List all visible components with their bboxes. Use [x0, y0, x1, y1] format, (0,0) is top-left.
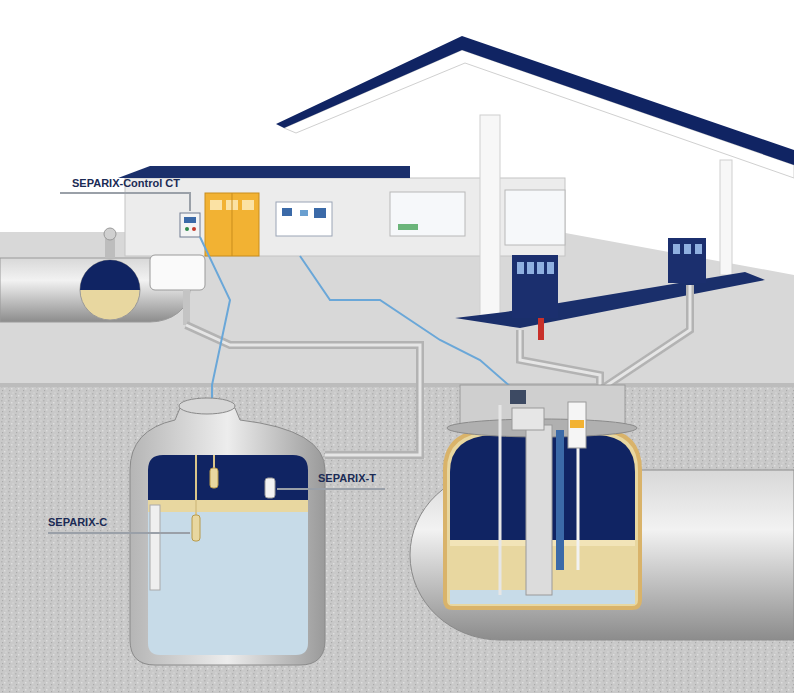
station-building-part	[398, 224, 418, 230]
pipes-part	[585, 285, 690, 400]
separator-tank-part	[192, 515, 200, 541]
ground-part	[0, 383, 794, 387]
leader-lines-part	[60, 193, 190, 211]
pump-island-part	[455, 272, 765, 328]
pump-island-part	[517, 262, 524, 274]
control-panel-part	[185, 227, 189, 231]
leader-lines-part	[48, 532, 190, 534]
pump-island-part	[538, 318, 544, 340]
station-building-part	[505, 190, 565, 245]
separator-tank-part	[130, 408, 325, 665]
part-label: SEPARIX-T	[318, 472, 376, 485]
canopy	[276, 36, 794, 318]
canopy-part	[480, 115, 500, 318]
station-building-part	[232, 193, 233, 256]
station-building-part	[314, 208, 326, 218]
pipes-part	[585, 285, 690, 400]
control-panel-part	[192, 227, 196, 231]
separator-tank	[130, 398, 325, 665]
separator-tank-part	[150, 505, 160, 590]
station-building-part	[205, 193, 259, 256]
station-building-part	[282, 208, 292, 216]
pump-island-part	[512, 255, 558, 318]
separator-tank-part	[148, 455, 308, 500]
storage-tank-part	[570, 420, 584, 428]
storage-tank	[410, 385, 794, 640]
pipes-part	[300, 256, 520, 395]
separator-tank-part	[210, 468, 218, 488]
station-building-part	[300, 210, 308, 216]
separator-tank-part	[148, 500, 308, 512]
pump-island	[455, 238, 765, 340]
storage-tank-part	[577, 430, 580, 570]
storage-tank-part	[568, 402, 586, 448]
above-ground-tank-part	[150, 255, 205, 290]
above-ground-tank-part	[80, 260, 140, 320]
pump-island-part	[684, 244, 691, 254]
pump-island-part	[527, 262, 534, 274]
separator-tank-part	[265, 478, 275, 498]
leader-lines	[48, 193, 385, 533]
separator-tank-part	[179, 398, 235, 414]
separator-tank-part	[195, 455, 197, 515]
above-ground-tank-part	[183, 290, 190, 325]
part-label: SEPARIX-C	[48, 516, 107, 529]
canopy-part	[276, 36, 794, 165]
station-building-part	[242, 200, 254, 210]
station-building-part	[210, 200, 222, 210]
pump-island-part	[695, 244, 702, 254]
station-building-part	[118, 166, 410, 178]
control-panel-part	[184, 217, 196, 223]
station-building-part	[276, 202, 332, 236]
pipes-part	[200, 237, 230, 400]
above-ground-tank-part	[105, 238, 115, 258]
canopy-part	[720, 160, 732, 275]
storage-tank-part	[499, 405, 502, 595]
pump-island-part	[547, 262, 554, 274]
pump-island-part	[668, 238, 706, 283]
part-label: SEPARIX-Control CT	[72, 177, 180, 190]
pump-island-part	[537, 262, 544, 274]
pump-island-part	[673, 244, 680, 254]
control-panel	[180, 213, 200, 237]
above-ground-tank-part	[80, 260, 140, 290]
ground-part	[0, 385, 794, 693]
above-ground-tank	[0, 228, 205, 325]
leader-lines-part	[277, 488, 385, 490]
station-building-part	[390, 192, 465, 236]
storage-tank-part	[556, 430, 564, 570]
ground	[0, 232, 794, 693]
separator-tank-part	[213, 455, 215, 468]
storage-tank-part	[512, 408, 544, 430]
control-panel-part	[180, 213, 200, 237]
pipes	[186, 237, 690, 455]
above-ground-tank-part	[104, 228, 116, 240]
storage-tank-part	[526, 425, 552, 595]
storage-tank-part	[510, 390, 526, 404]
